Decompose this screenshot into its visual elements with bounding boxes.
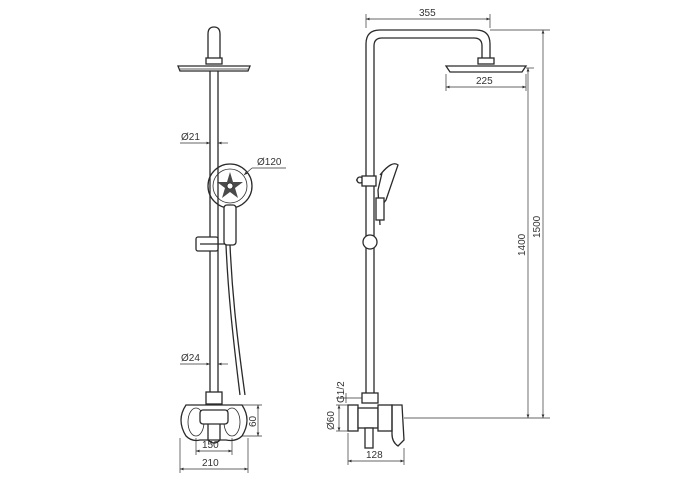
side-shower-head [444,57,528,73]
dim-escutcheon-diameter: Ø60 [326,404,348,432]
side-overhead-arm [365,29,491,395]
front-shower-head [177,65,251,72]
side-mixer [347,392,405,449]
dim-mixer-height: 60 [242,404,262,437]
svg-text:355: 355 [419,8,436,19]
front-mixer [180,404,248,444]
front-view: Ø21 Ø120 Ø24 60 150 [177,26,286,473]
side-hand-shower [375,163,399,226]
svg-text:Ø120: Ø120 [257,157,282,168]
dim-handshower-diameter: Ø120 [243,157,286,176]
dim-lower-diameter: Ø24 [180,353,228,366]
dim-connector-thread: G1/2 [336,381,362,403]
svg-text:Ø60: Ø60 [326,411,337,430]
svg-text:210: 210 [202,458,219,469]
svg-text:225: 225 [476,76,493,87]
svg-text:60: 60 [248,415,259,427]
svg-text:Ø24: Ø24 [181,353,200,364]
dim-arm-reach: 355 [365,8,491,28]
side-slider [362,234,378,250]
dim-mixer-inner-width: 150 [195,438,233,455]
side-holder [356,175,377,187]
svg-text:Ø21: Ø21 [181,132,200,143]
front-lower-connector [205,391,223,405]
front-top-pipe [205,26,223,65]
svg-text:G1/2: G1/2 [336,381,347,403]
svg-text:1400: 1400 [517,233,528,256]
front-hand-shower [207,163,253,246]
front-hose [229,244,246,396]
svg-text:1500: 1500 [532,215,543,238]
svg-text:128: 128 [366,450,383,461]
front-rod [209,71,219,392]
dim-mixer-outer-width: 210 [179,438,249,473]
side-view: 355 225 1500 1400 G1/2 [326,8,550,465]
dim-rod-diameter: Ø21 [180,132,228,145]
dim-rail-height: 1400 [517,67,534,418]
svg-text:150: 150 [202,440,219,451]
dim-head-diameter: 225 [445,74,527,91]
dim-wall-projection: 128 [347,433,405,465]
dim-total-height: 1500 [404,29,550,419]
